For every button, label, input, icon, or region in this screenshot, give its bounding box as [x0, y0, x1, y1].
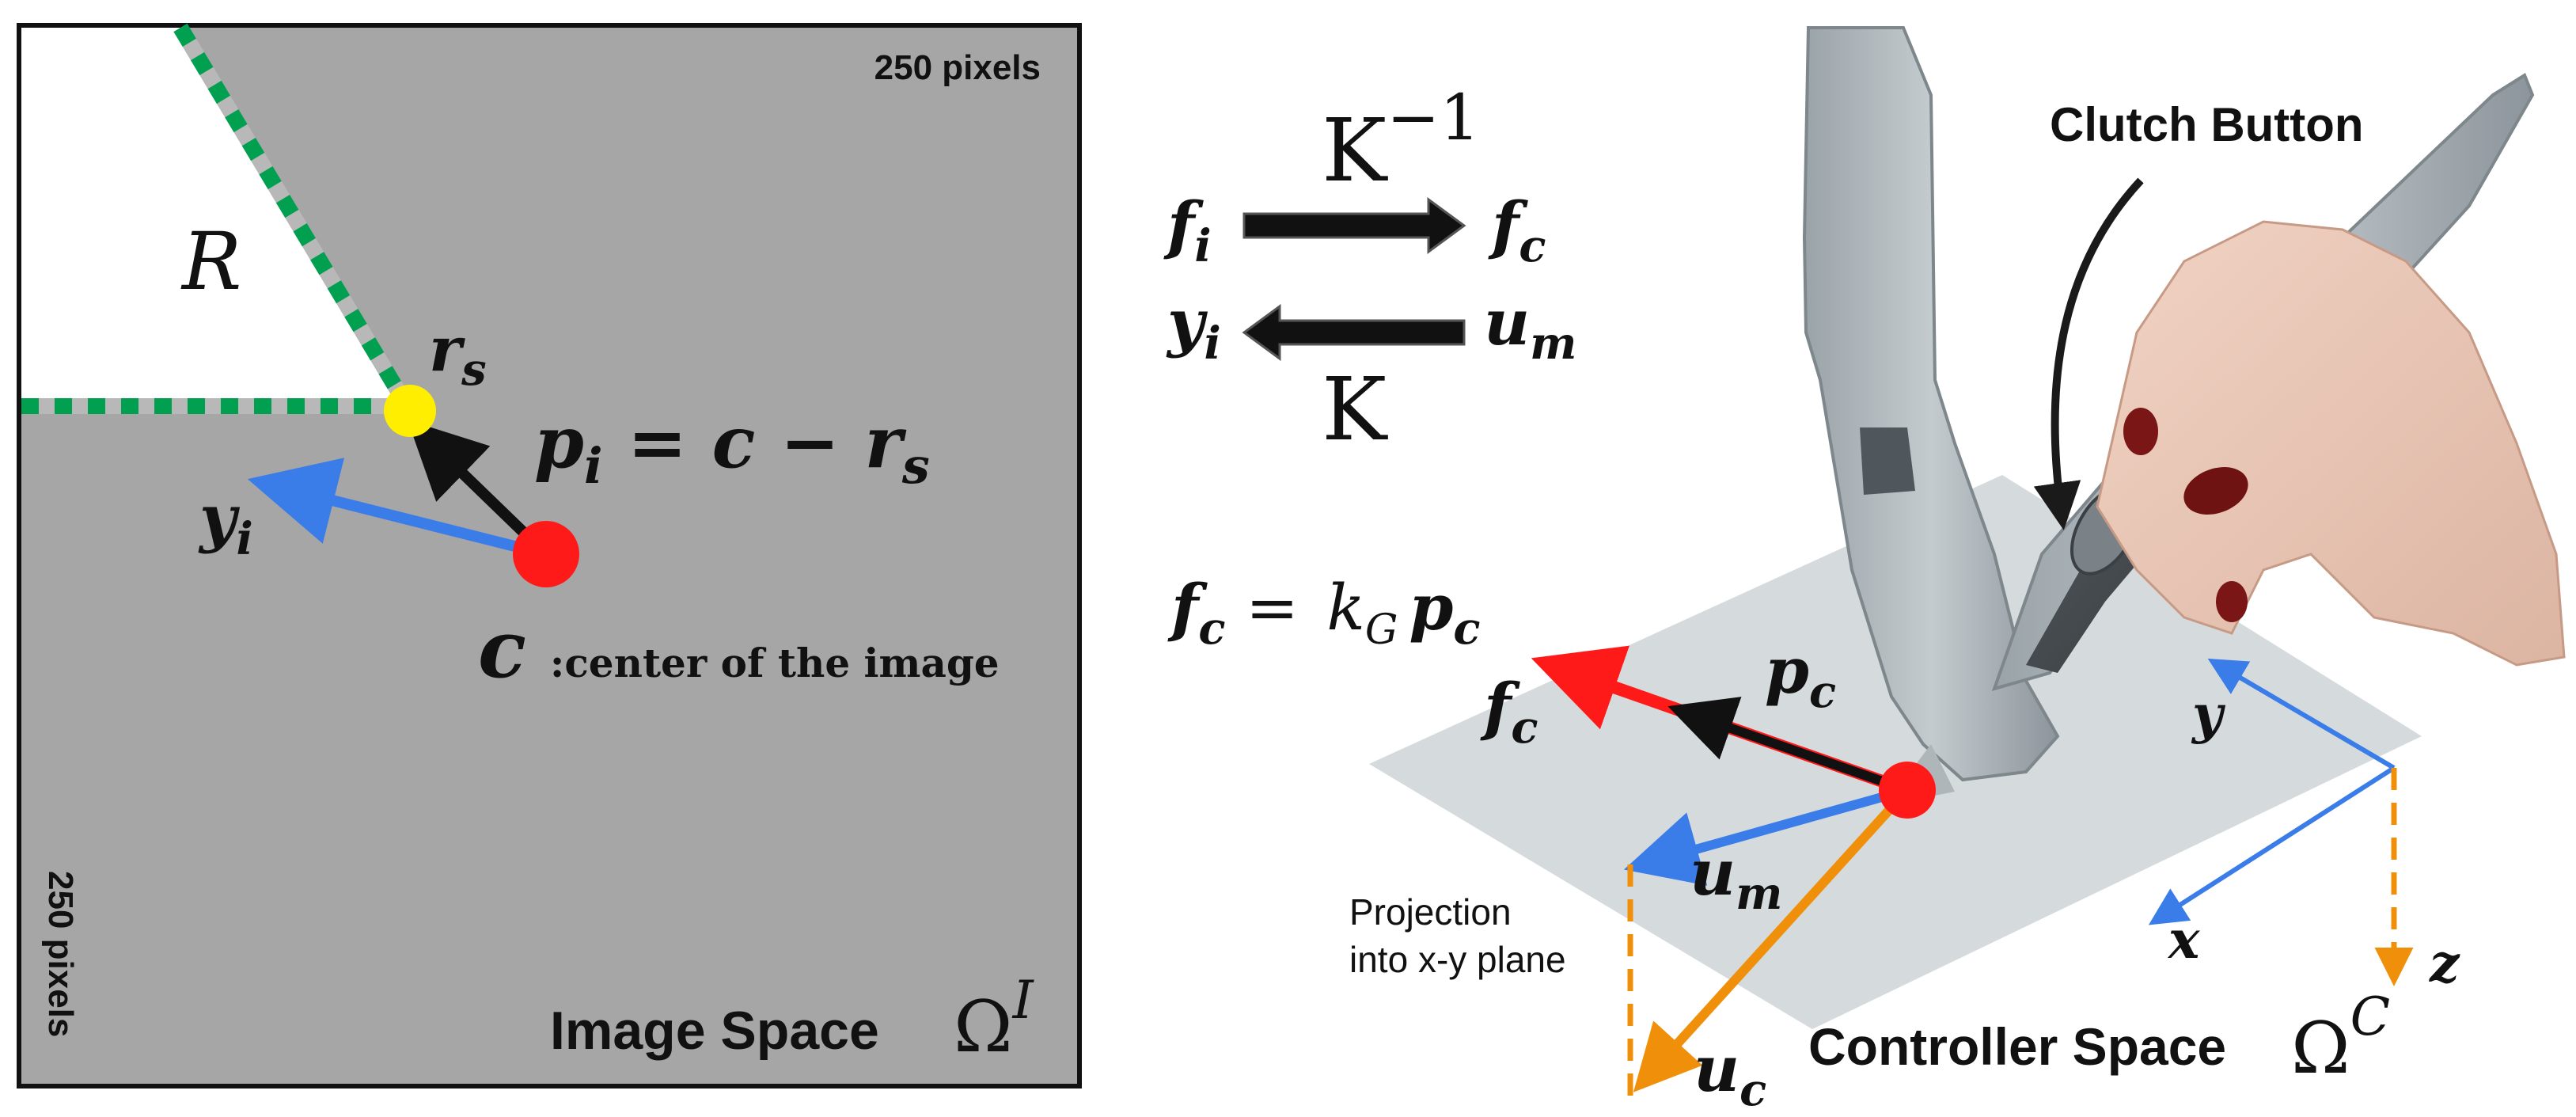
x-axis-label: x	[2167, 909, 2200, 971]
controller-space-title: Controller Space	[1808, 1017, 2226, 1076]
center-point	[513, 521, 579, 587]
x-axis	[2148, 766, 2396, 925]
u-m-mapped-label: um	[1484, 285, 1576, 370]
haptic-device-illustration	[1802, 26, 2566, 800]
y-i-label: yi	[198, 481, 253, 565]
y-axis	[2207, 658, 2396, 770]
y-axis-label: y	[2191, 683, 2226, 745]
size-label-top: 250 pixels	[874, 48, 1041, 87]
k-label: K	[1322, 359, 1388, 460]
u-c-label: uc	[1694, 1032, 1766, 1116]
region-boundary-diagonal	[173, 23, 417, 416]
y-i-vector	[247, 458, 548, 560]
controller-space-omega: ΩC	[2291, 986, 2390, 1090]
r-s-label: rs	[429, 313, 487, 396]
u-c-vector	[1633, 786, 1911, 1092]
z-axis-label: z	[2429, 933, 2460, 994]
f-c-label: fc	[1480, 669, 1538, 754]
r-s-point	[384, 385, 436, 437]
controller-space-panel: Clutch Button y x z fc pc um uc Projecti…	[1349, 26, 2566, 1116]
center-label: c:center of the image	[478, 602, 1000, 696]
u-m-vector	[1623, 785, 1909, 886]
stylus-tip-point	[1879, 762, 1936, 819]
position-equation: pi = c − rs	[534, 401, 930, 495]
k-inverse-arrow	[1242, 197, 1466, 254]
region-label: R	[180, 215, 241, 308]
p-c-label: pc	[1765, 633, 1836, 718]
image-space-omega: ΩI	[954, 970, 1035, 1069]
u-m-label: um	[1690, 835, 1782, 920]
p-c-vector	[1667, 697, 1909, 795]
image-space-title: Image Space	[550, 1001, 879, 1061]
clutch-button-label: Clutch Button	[2050, 98, 2364, 151]
y-i-mapped-label: yi	[1166, 285, 1221, 370]
clutch-callout-arrow	[2033, 177, 2144, 530]
x-y-plane	[1369, 475, 2422, 1029]
f-c-mapped-label: fc	[1488, 188, 1546, 272]
k-inverse-label: K−1	[1322, 81, 1480, 201]
size-label-side: 250 pixels	[41, 871, 80, 1037]
k-arrow	[1242, 304, 1466, 361]
image-space-panel: 250 pixels 250 pixels R yi rs pi = c − r…	[17, 23, 1082, 1089]
region-r	[21, 28, 410, 411]
f-i-label: fi	[1163, 188, 1212, 272]
